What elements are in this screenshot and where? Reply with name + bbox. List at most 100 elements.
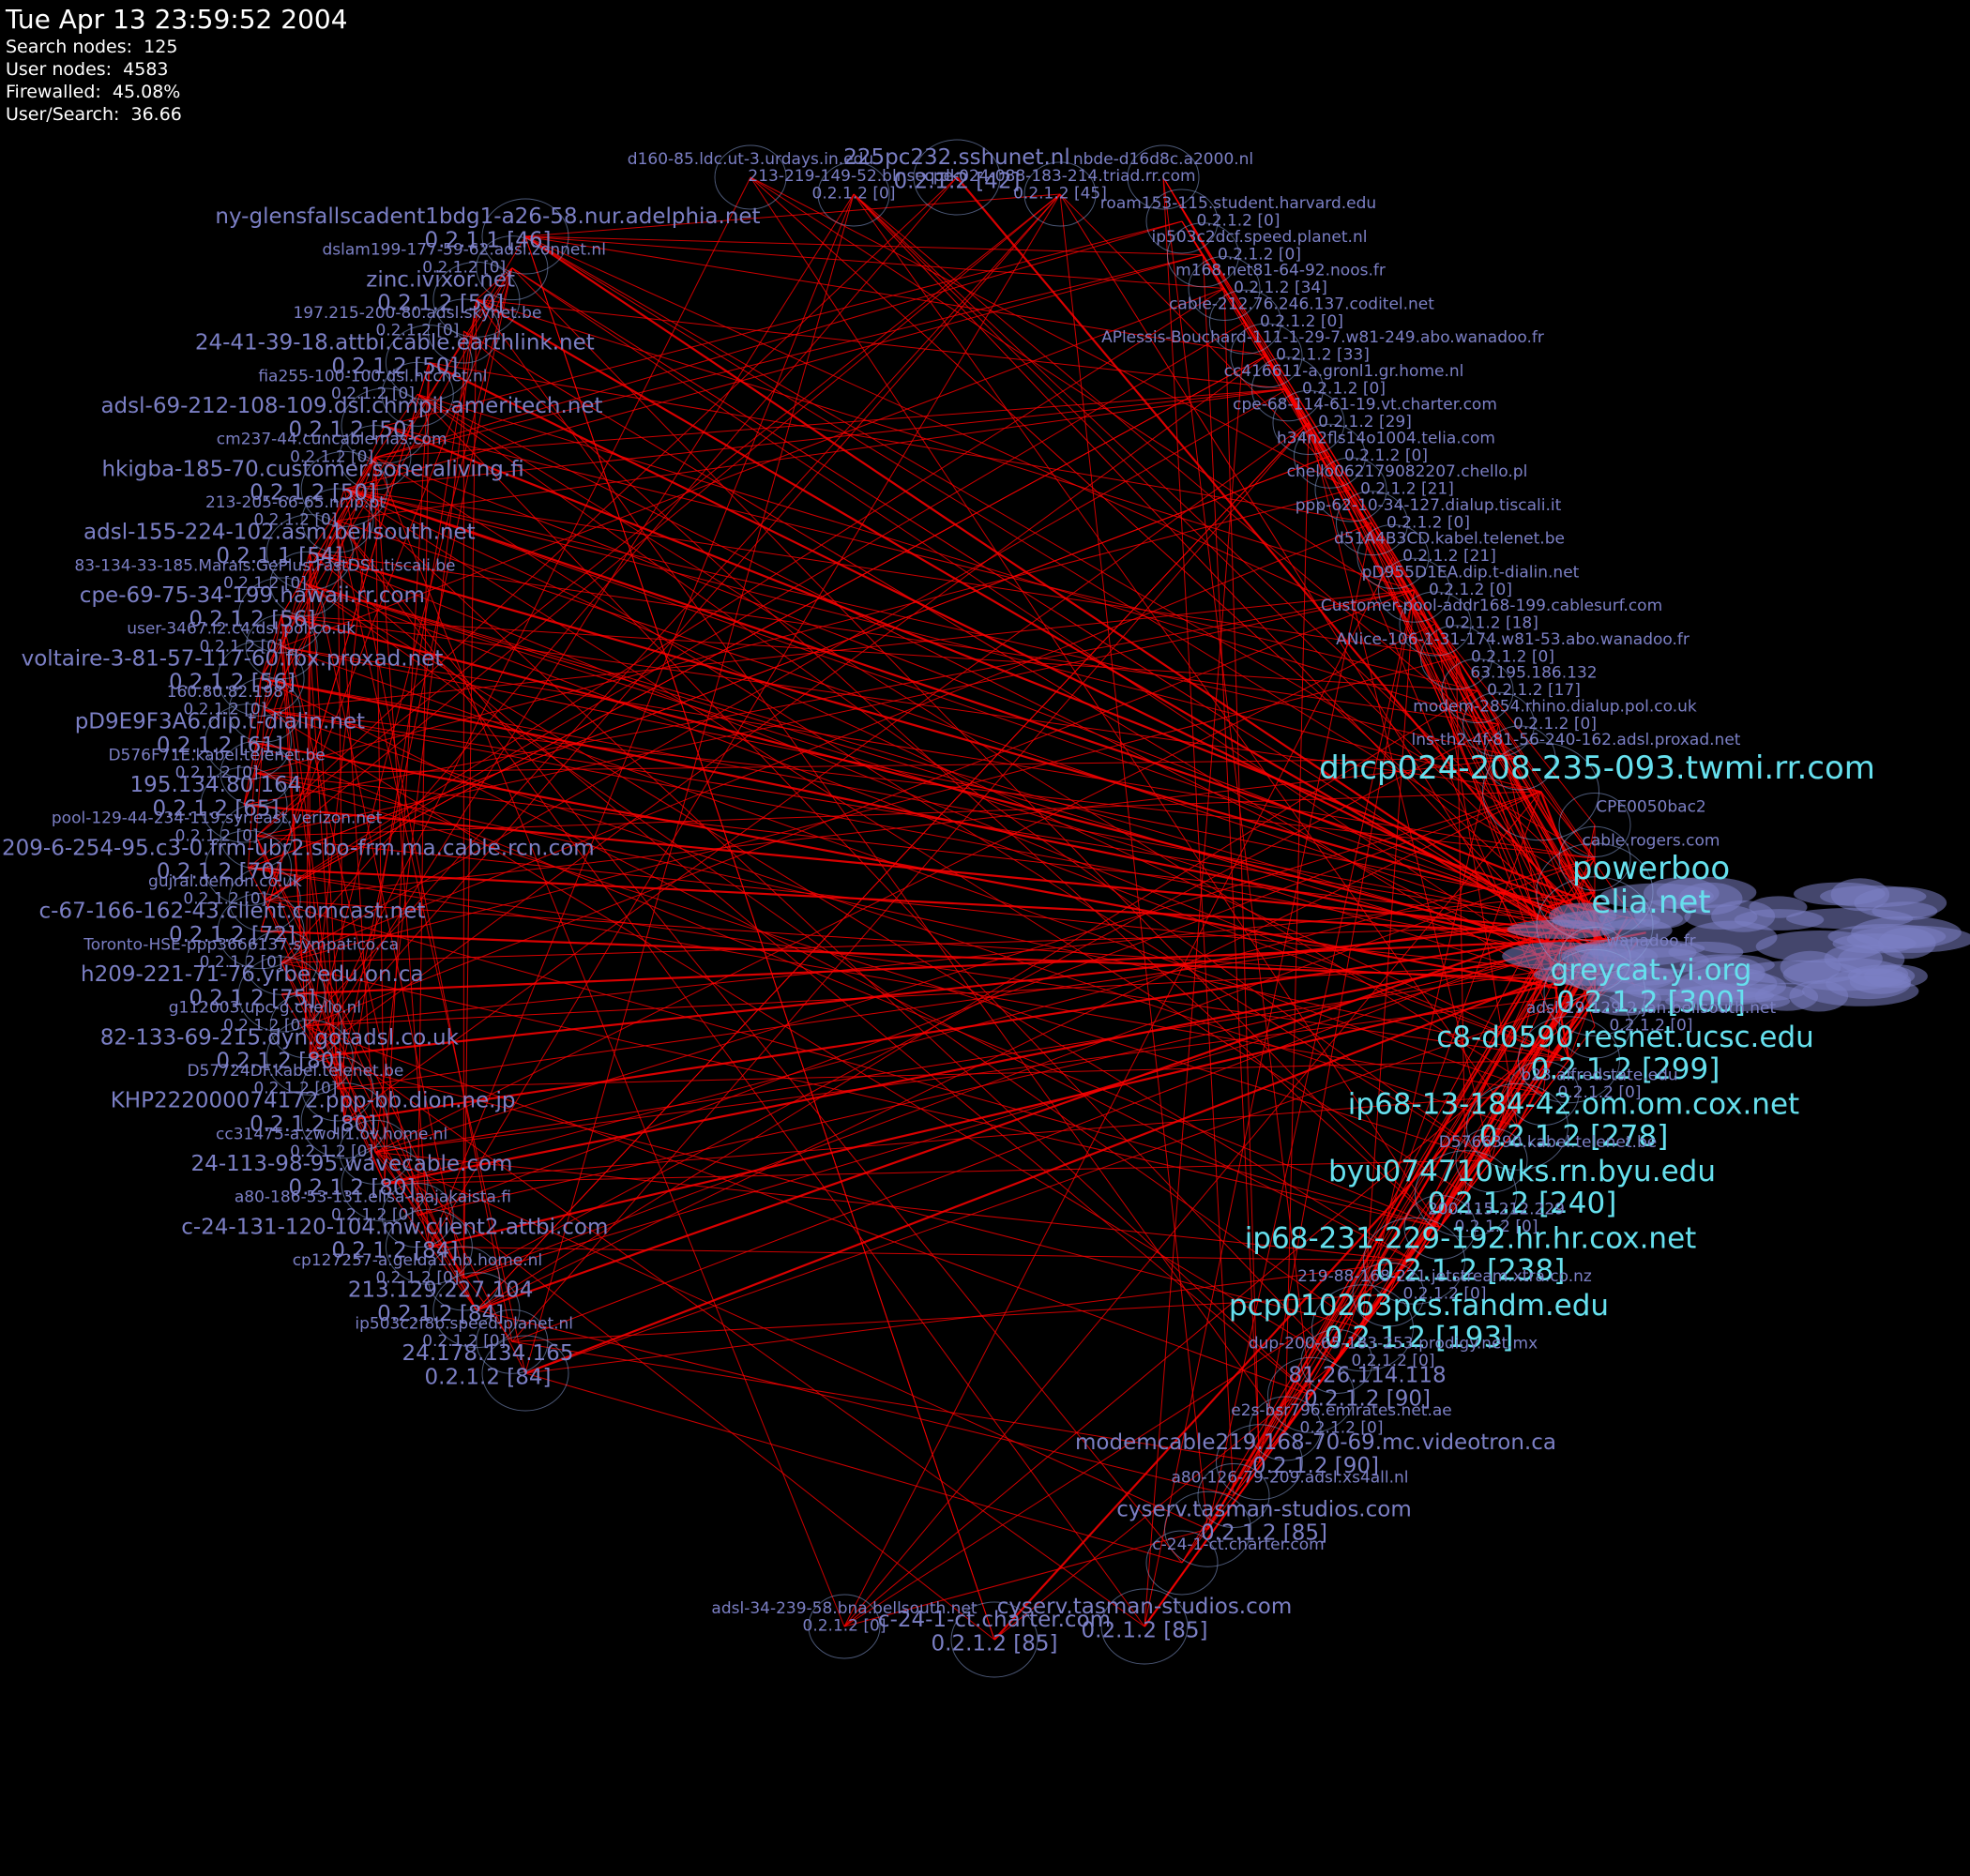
node-version: 0.2.1.2 [0] — [183, 701, 266, 719]
edge — [476, 299, 1286, 1430]
node-label: dup-200-65-183-253.prodigy.net.mx0.2.1.2… — [1249, 1335, 1538, 1371]
node-ring — [1197, 1463, 1270, 1528]
edge — [337, 520, 345, 1121]
node-label: 24-41-39-18.attbi.cable.earthlink.net0.2… — [195, 331, 595, 379]
node-host: c8-d0590.resnet.ucsc.edu — [1436, 1021, 1814, 1054]
edge — [428, 361, 1606, 941]
node-host: adsl-34-239-58.bna.bellsouth.net — [711, 1599, 977, 1618]
node-ring — [381, 361, 454, 427]
stat-firewalled: Firewalled: 45.08% — [6, 81, 348, 103]
edge — [309, 267, 513, 1058]
edge — [260, 235, 526, 679]
edge — [524, 235, 1596, 893]
node-version: 0.2.1.2 [21] — [1402, 547, 1496, 566]
edge — [374, 991, 1596, 1153]
edge — [306, 582, 1644, 988]
edge — [256, 791, 1541, 838]
node-ring — [339, 1119, 412, 1185]
edge — [384, 1093, 1544, 1185]
node-ring — [1300, 1329, 1373, 1394]
stat-label: User/Search: — [6, 104, 120, 125]
node-version: 0.2.1.2 [0] — [1302, 379, 1386, 398]
node-ring — [341, 1145, 429, 1222]
edge — [309, 551, 1559, 911]
node-ring — [1188, 256, 1261, 321]
edge — [260, 362, 430, 931]
node-version: 0.2.1.2 [0] — [1455, 1218, 1538, 1236]
node-ring — [1145, 1530, 1219, 1596]
node-version: 0.2.1.2 [0] — [375, 322, 459, 340]
node-label: cpe-024-088-183-214.triad.rr.com0.2.1.2 … — [924, 167, 1195, 204]
node-label: cc416611-a.gronl1.gr.home.nl0.2.1.2 [0] — [1224, 362, 1464, 399]
edge — [524, 968, 1569, 1375]
edge — [384, 931, 1646, 1186]
edge — [265, 757, 1521, 900]
edge — [344, 488, 1541, 793]
node-label: a80-186-53-131.elisa-laajakaista.fi0.2.1… — [235, 1188, 511, 1225]
node-host: 83-134-33-185.Marais.GePlus.FastDSL.tisc… — [74, 556, 455, 575]
edge — [344, 254, 1204, 490]
edge — [343, 939, 1544, 1122]
node-host: CPE0050bac2 — [1596, 798, 1706, 817]
edge — [374, 388, 1288, 459]
edge — [1350, 489, 1540, 936]
edge — [429, 1246, 1415, 1262]
edge — [374, 1151, 1208, 1530]
node-label: d160-85.ldc.ut-3.urdays.in.edu — [628, 150, 873, 169]
node-host: cpe-024-088-183-214.triad.rr.com — [924, 167, 1195, 186]
node-label: CPE0050bac2 — [1596, 798, 1706, 817]
node-version: 0.2.1.2 [56] — [189, 607, 315, 631]
edge — [1477, 690, 1640, 929]
edge — [843, 1528, 1208, 1627]
node-label: dhcp024-208-235-093.twmi.rr.com — [1319, 749, 1875, 787]
node-label: 213-205-66-65.nr.ip.pt0.2.1.2 [0] — [205, 493, 386, 530]
node-host: e2s-bsr796.emirates.net.ae — [1231, 1401, 1451, 1420]
node-version: 0.2.1.2 [0] — [1387, 513, 1470, 532]
node-ring — [217, 893, 305, 970]
node-host: pool-129-44-234-119.syr.east.verizon.net — [52, 809, 383, 828]
edge — [280, 961, 1441, 1228]
node-host: 160.80.82.198 — [167, 683, 283, 702]
node-version: 0.2.1.2 [80] — [216, 1050, 342, 1074]
node-host: b23.alfredstate.edu — [1521, 1067, 1677, 1085]
node-label: cc31475-a.zwoll1.ov.home.nl0.2.1.2 [0] — [216, 1125, 447, 1161]
edge — [256, 772, 1589, 926]
node-host: c-24-131-120-104.mw.client2.attbi.com — [181, 1215, 608, 1239]
edge — [280, 388, 1288, 963]
node-version: 0.2.1.2 [85] — [1082, 1618, 1208, 1642]
node-version: 0.2.1.2 [85] — [1201, 1521, 1327, 1546]
edge — [264, 552, 311, 711]
node-host: dslam199-177-59-62.adsl.zonnet.nl — [323, 241, 606, 260]
node-ring — [1536, 876, 1654, 976]
node-label: Toronto-HSE-ppp3666137.sympatico.ca0.2.1… — [83, 935, 399, 972]
edge — [265, 709, 1518, 1127]
node-version: 0.2.1.2 [50] — [250, 481, 376, 506]
edge — [417, 362, 430, 1216]
node-host: 82-133-69-215.dyn.gotadsl.co.uk — [100, 1025, 460, 1050]
stat-label: User nodes: — [6, 59, 113, 80]
edge — [248, 678, 262, 742]
node-host: ip503c2dcf.speed.planet.nl — [1152, 228, 1368, 247]
node-host: dhcp024-208-235-093.twmi.rr.com — [1319, 749, 1875, 787]
node-label: pool-129-44-234-119.syr.east.verizon.net… — [52, 809, 383, 846]
edge — [337, 388, 1288, 522]
node-ring — [1558, 993, 1631, 1059]
edge — [511, 267, 1596, 993]
edge — [374, 299, 477, 1153]
node-host: voltaire-3-81-57-117-60.fbx.proxad.net — [22, 646, 444, 671]
edge — [476, 1309, 1235, 1496]
node-host: d51A4B3CD.kabel.telenet.be — [1334, 530, 1565, 549]
node-label: c-67-166-162-43.client.comcast.net0.2.1.… — [39, 900, 426, 947]
node-label: nbde-d16d8c.a2000.nl — [1073, 150, 1253, 169]
node-version: 0.2.1.2 [72] — [169, 923, 296, 947]
timestamp: Tue Apr 13 23:59:52 2004 — [6, 4, 348, 35]
node-ring — [481, 1335, 569, 1412]
ring-layer — [200, 139, 1970, 1678]
edge — [463, 330, 1441, 1228]
